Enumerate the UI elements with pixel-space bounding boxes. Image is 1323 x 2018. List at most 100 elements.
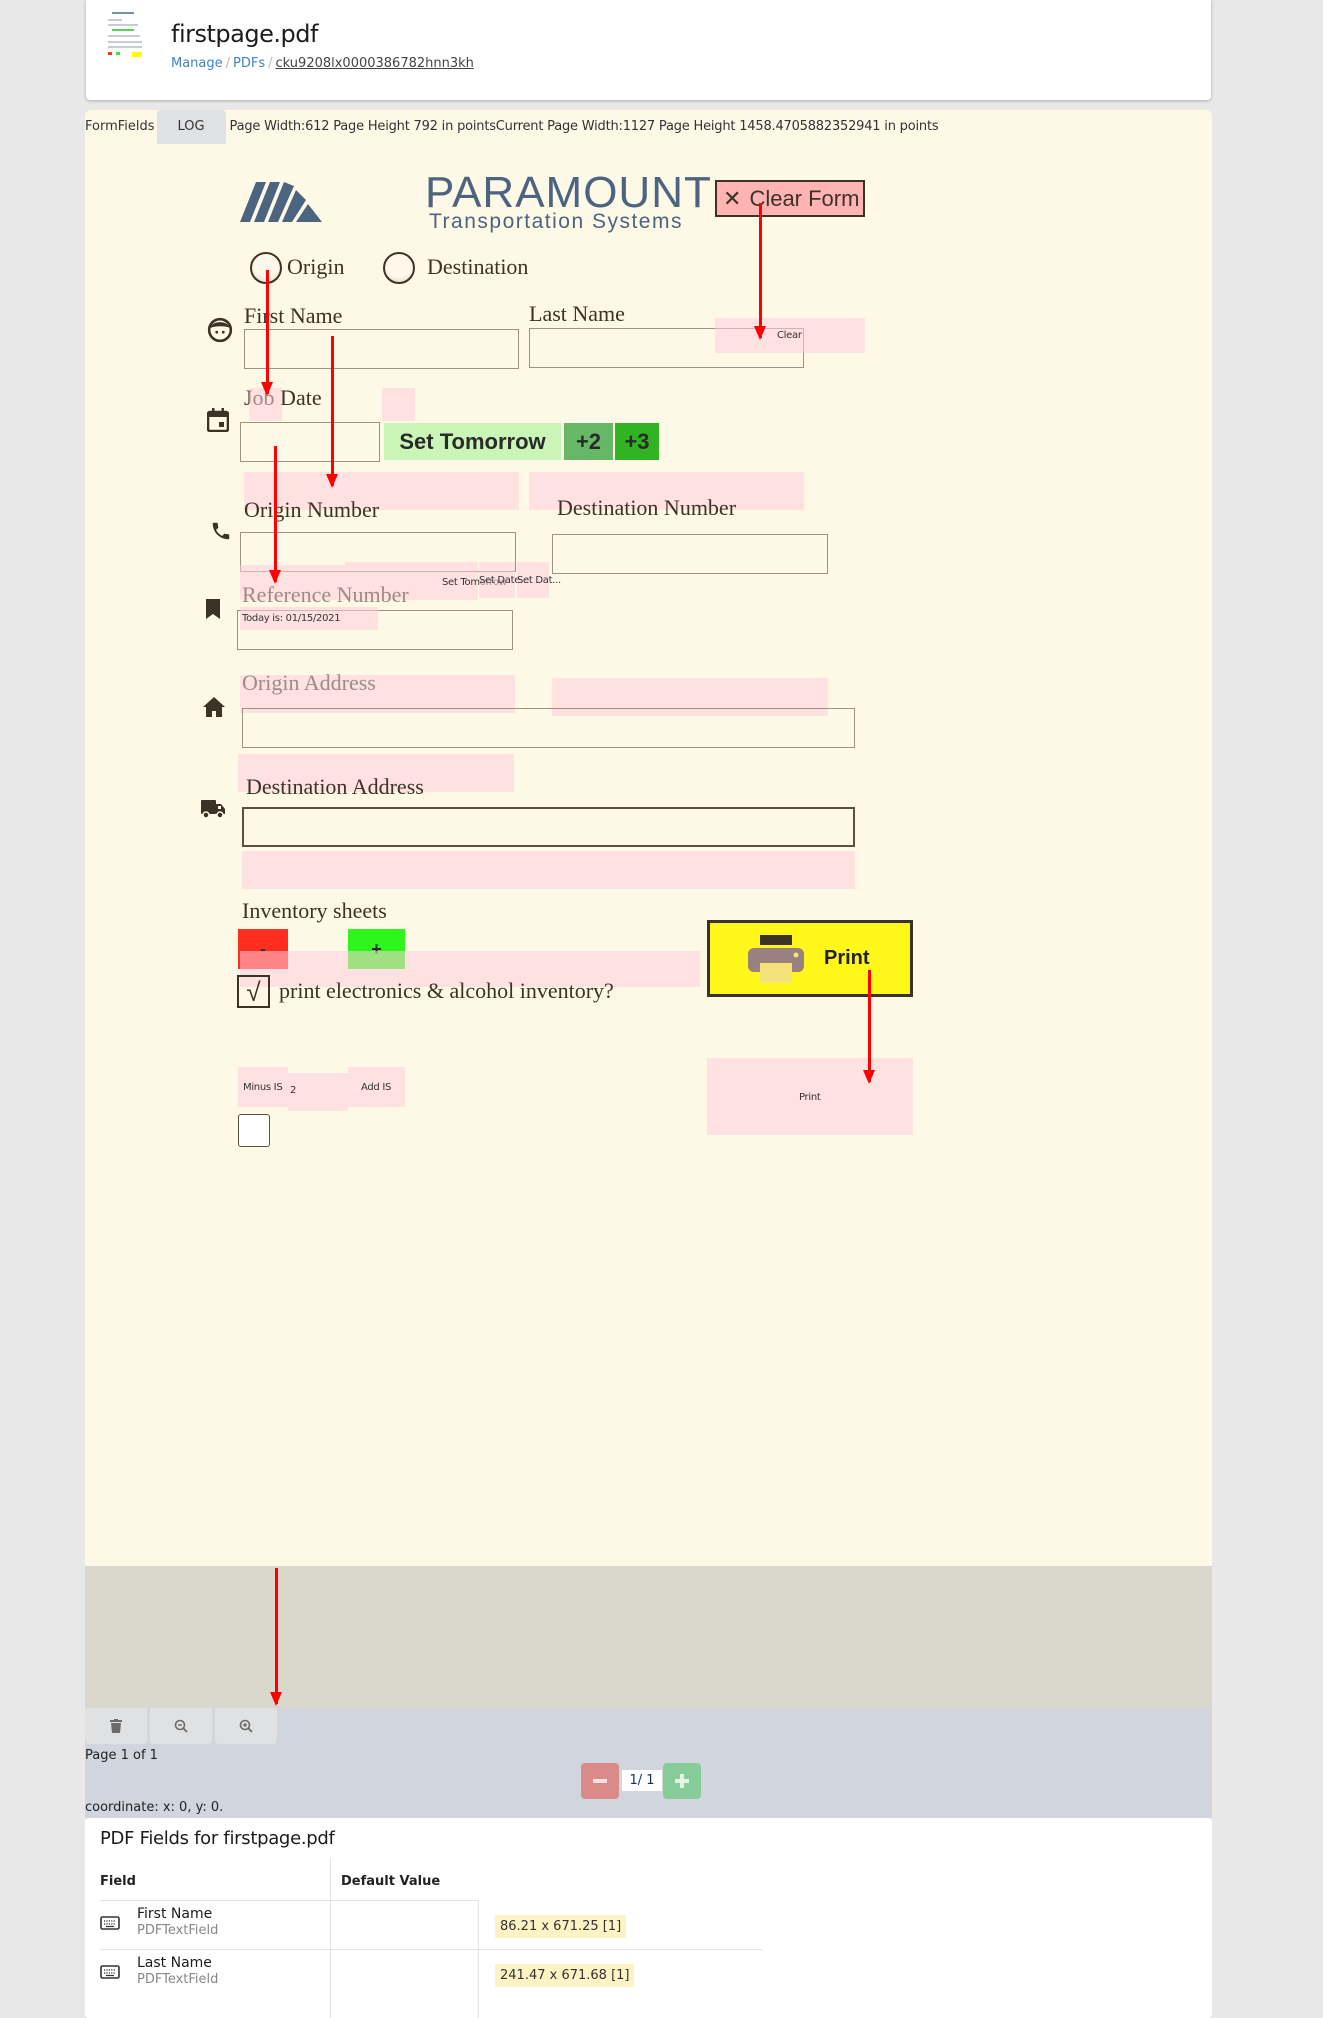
set-date-overlay-2-label: Set Dat... xyxy=(517,575,561,586)
last-name-label: Last Name xyxy=(529,301,625,326)
next-page-button[interactable] xyxy=(663,1763,701,1799)
is-value: 2 xyxy=(290,1085,297,1096)
print-label: Print xyxy=(824,947,870,969)
page-number-input[interactable]: 1/ 1 xyxy=(622,1770,662,1791)
calendar-icon xyxy=(207,408,229,432)
drag-arrow xyxy=(261,270,273,396)
destination-radio-label: Destination xyxy=(427,254,529,279)
page-count-label: Page 1 of 1 xyxy=(85,1748,158,1763)
inventory-sheets-label: Inventory sheets xyxy=(242,898,387,923)
set-date-overlay-1-label: Set Date... xyxy=(479,575,529,586)
reference-number-label: Reference Number xyxy=(242,582,409,607)
zoom-out-icon xyxy=(174,1719,188,1733)
destination-number-input[interactable] xyxy=(552,534,828,574)
field-name: First Name xyxy=(137,1906,213,1922)
set-tomorrow-overlay-label: Set Tomorrow xyxy=(442,577,507,588)
clear-form-button[interactable]: ✕ Clear Form xyxy=(715,180,865,217)
breadcrumb-current[interactable]: cku9208lx0000386782hnn3kh xyxy=(275,56,474,71)
clear-overlay-label: Clear xyxy=(777,330,802,341)
coordinate-readout: coordinate: x: 0, y: 0. xyxy=(85,1800,224,1815)
add-is-overlay[interactable] xyxy=(348,1067,405,1107)
zoom-in-button[interactable] xyxy=(215,1708,277,1744)
pdf-fields-panel: PDF Fields for firstpage.pdf Field Defau… xyxy=(85,1818,1212,2018)
page-title: firstpage.pdf xyxy=(171,20,318,48)
keyboard-icon xyxy=(100,1916,120,1930)
tab-formfields[interactable]: FormFields xyxy=(85,119,155,134)
trash-icon xyxy=(110,1719,122,1733)
phone-icon xyxy=(212,522,230,540)
destination-address-input[interactable] xyxy=(242,807,855,847)
zoom-out-button[interactable] xyxy=(150,1708,212,1744)
breadcrumb-separator: / xyxy=(225,56,231,71)
first-name-label: First Name xyxy=(244,303,343,328)
destination-radio[interactable] xyxy=(383,252,415,284)
origin-number-label: Origin Number xyxy=(244,497,380,522)
field-overlay xyxy=(244,472,519,510)
set-date-overlay-1[interactable] xyxy=(479,562,515,598)
drag-arrow xyxy=(269,446,281,584)
field-overlay xyxy=(529,472,804,510)
origin-radio-label: Origin xyxy=(287,254,345,279)
origin-address-label: Origin Address xyxy=(242,670,376,695)
clear-button-overlay[interactable] xyxy=(715,318,865,353)
row-divider xyxy=(100,1949,762,1950)
document-header: firstpage.pdf Manage/PDFs/cku9208lx00003… xyxy=(86,0,1211,100)
overlay-checkbox[interactable] xyxy=(238,1114,270,1147)
drag-arrow xyxy=(754,203,766,340)
face-icon xyxy=(207,317,233,343)
plus-icon xyxy=(675,1774,689,1788)
pdf-fields-title: PDF Fields for firstpage.pdf xyxy=(100,1828,335,1849)
today-overlay xyxy=(240,607,378,630)
bookmark-icon xyxy=(206,599,220,619)
home-icon xyxy=(203,697,225,717)
column-header-field: Field xyxy=(100,1874,136,1889)
drag-arrow xyxy=(863,970,875,1084)
plus-3-days-button[interactable]: +3 xyxy=(615,423,659,460)
destination-number-label: Destination Number xyxy=(557,495,737,520)
print-overlay[interactable] xyxy=(707,1058,913,1135)
plus-2-days-button[interactable]: +2 xyxy=(564,423,613,460)
origin-address-input[interactable] xyxy=(242,708,855,748)
viewer-scroll-area xyxy=(85,1566,1212,1708)
field-overlay xyxy=(240,951,700,987)
field-type: PDFTextField xyxy=(137,1972,219,1987)
today-overlay-label: Today is: 01/15/2021 xyxy=(242,613,341,624)
drag-arrow xyxy=(326,336,338,488)
pdf-thumbnail[interactable] xyxy=(102,8,148,60)
minus-icon xyxy=(593,1779,607,1783)
field-overlay xyxy=(242,851,855,889)
field-overlay xyxy=(238,754,514,792)
column-divider xyxy=(330,1858,331,2018)
job-date-input[interactable] xyxy=(240,422,380,462)
field-overlay xyxy=(382,388,415,421)
paramount-logo-icon xyxy=(240,182,322,222)
page-dimensions-info: Page Width:612 Page Height 792 in points… xyxy=(229,119,939,134)
print-inventory-checkbox[interactable]: √ xyxy=(237,975,270,1008)
set-tomorrow-button[interactable]: Set Tomorrow xyxy=(384,423,561,460)
is-value-overlay[interactable] xyxy=(288,1073,348,1111)
breadcrumb-pdfs[interactable]: PDFs xyxy=(233,56,266,71)
viewer-controls: Page 1 of 1 1/ 1 coordinate: x: 0, y: 0. xyxy=(85,1708,1212,1818)
breadcrumb-manage[interactable]: Manage xyxy=(171,56,223,71)
clear-form-label: Clear Form xyxy=(749,185,860,211)
set-date-overlay-2[interactable] xyxy=(517,562,549,598)
previous-page-button[interactable] xyxy=(581,1763,619,1799)
field-name: Last Name xyxy=(137,1955,212,1971)
printer-icon xyxy=(748,934,804,983)
minus-is-overlay[interactable] xyxy=(238,1067,288,1107)
field-overlay xyxy=(240,675,515,713)
first-name-input[interactable] xyxy=(244,329,519,369)
breadcrumb-separator: / xyxy=(268,56,273,71)
pdf-viewer: FormFields LOG Page Width:612 Page Heigh… xyxy=(85,110,1212,1566)
drag-arrow xyxy=(270,1568,282,1706)
tab-log[interactable]: LOG xyxy=(156,110,226,144)
column-divider xyxy=(478,1900,479,2018)
field-type: PDFTextField xyxy=(137,1923,219,1938)
x-icon: ✕ xyxy=(723,185,742,211)
field-overlay xyxy=(552,678,828,716)
print-button[interactable]: Print xyxy=(707,920,913,997)
delete-button[interactable] xyxy=(85,1708,147,1744)
print-overlay-label: Print xyxy=(799,1092,821,1103)
logo-title: PARAMOUNT xyxy=(425,168,712,217)
set-tomorrow-overlay[interactable] xyxy=(345,562,478,600)
